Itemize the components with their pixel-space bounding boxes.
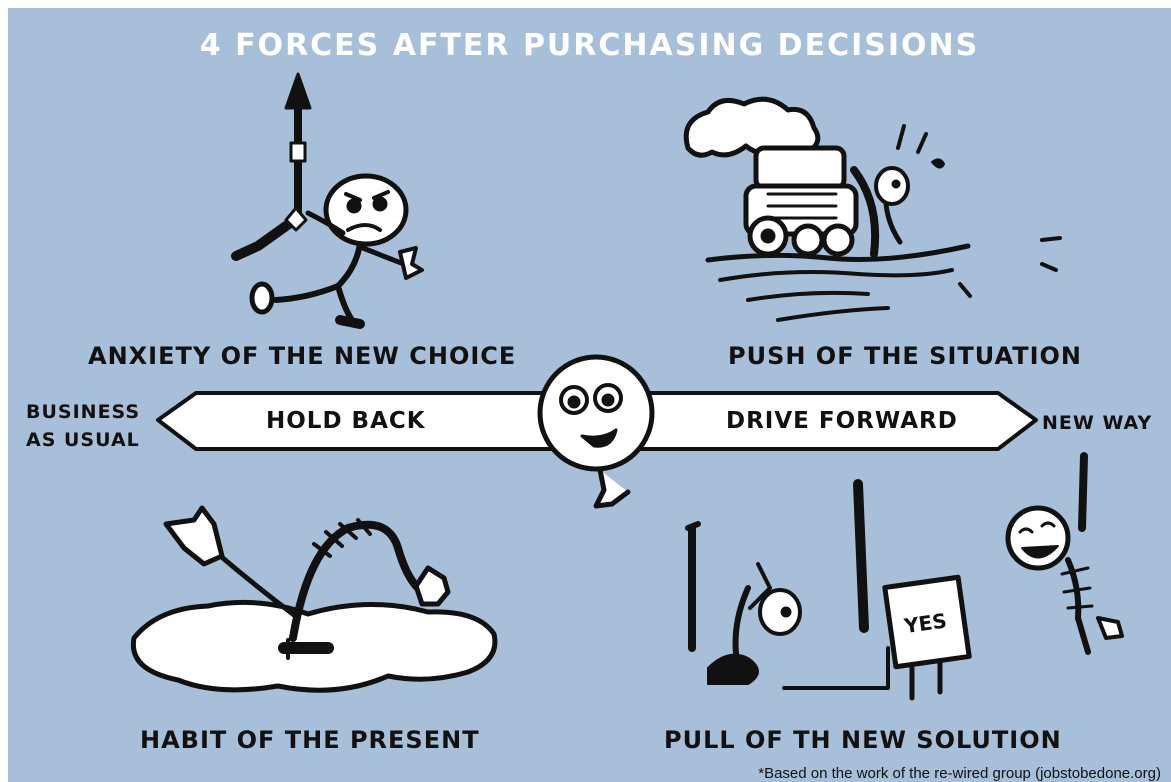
force-anxiety-label: ANXIETY OF THE NEW CHOICE [88, 342, 517, 370]
center-face [537, 354, 655, 509]
yes-sign [882, 574, 972, 701]
habit-illustration [130, 505, 498, 693]
illustration-layer [130, 72, 1124, 701]
axis-left-end-label: BUSINESS AS USUAL [26, 401, 141, 451]
pull-illustration [685, 452, 1124, 701]
hold-back-label: HOLD BACK [266, 408, 426, 434]
force-push-label: PUSH OF THE SITUATION [728, 342, 1082, 370]
attribution-footnote: *Based on the work of the re-wired group… [758, 765, 1161, 782]
push-illustration [683, 96, 1062, 322]
diagram-title: 4 FORCES AFTER PURCHASING DECISIONS [199, 28, 980, 63]
anxiety-illustration [231, 72, 424, 329]
axis-right-end-label: NEW WAY [1042, 412, 1153, 434]
diagram-canvas: 4 FORCES AFTER PURCHASING DECISIONS ANXI… [8, 8, 1171, 782]
force-habit-label: HABIT OF THE PRESENT [140, 726, 480, 754]
force-pull-label: PULL OF TH NEW SOLUTION [664, 726, 1062, 754]
drive-forward-label: DRIVE FORWARD [726, 408, 958, 434]
